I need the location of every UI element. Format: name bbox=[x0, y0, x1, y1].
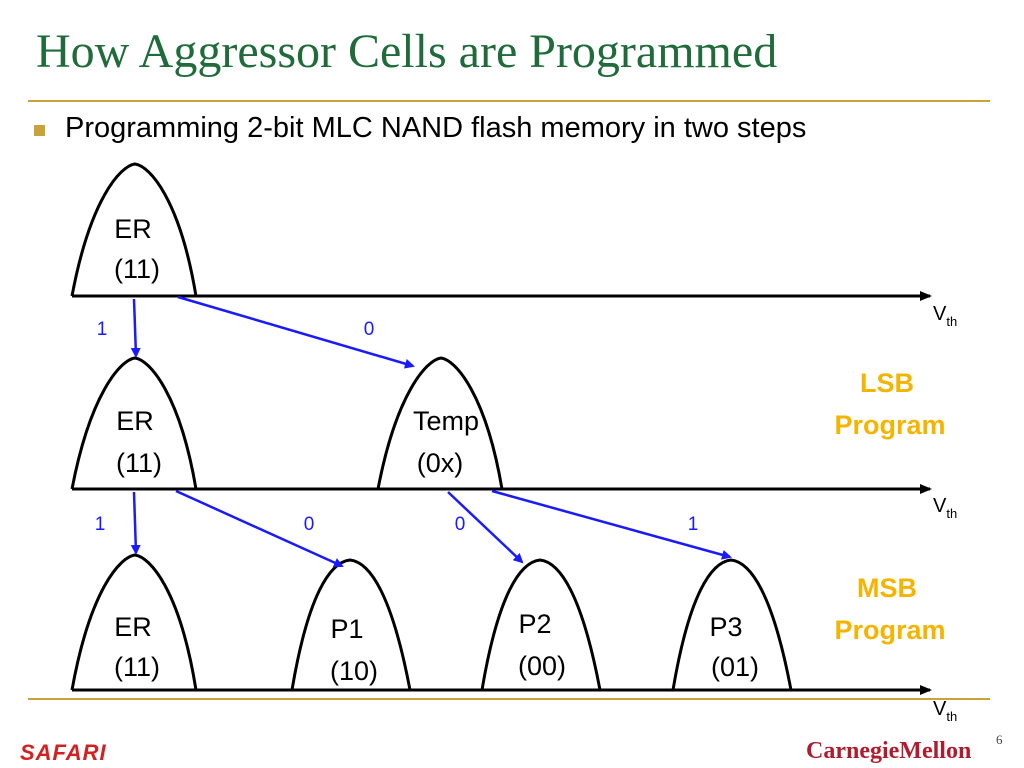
state-name-p2-2: P2 bbox=[518, 609, 551, 639]
arrow-label-er-to-p1: 0 bbox=[304, 514, 315, 535]
row-1: ER (11) Temp (0x) Vth LSB Program bbox=[70, 356, 957, 521]
arrow-er-to-er-msb bbox=[130, 491, 141, 555]
slide-title: How Aggressor Cells are Programmed bbox=[36, 25, 778, 78]
footer-divider bbox=[28, 698, 990, 700]
arrow-label-temp-to-p2: 0 bbox=[455, 514, 466, 535]
bullet-text: Programming 2-bit MLC NAND flash memory … bbox=[65, 112, 807, 144]
vth-label-0: Vth bbox=[933, 303, 957, 329]
row-2: ER (11) P1 (10) P2 (00) P3 (01) Vth MSB … bbox=[70, 553, 957, 724]
lsb-label-line1: LSB bbox=[860, 368, 914, 398]
transition-arrows: 1 0 1 0 0 1 bbox=[95, 295, 732, 568]
distribution-p1-2 bbox=[290, 558, 412, 691]
bullet-square-icon bbox=[34, 125, 45, 136]
cmu-logo: CarnegieMellon bbox=[806, 738, 972, 764]
title-divider bbox=[28, 100, 990, 102]
distribution-temp-1 bbox=[376, 356, 504, 490]
state-name-p1-2: P1 bbox=[330, 614, 363, 644]
arrow-label-temp-to-p3: 1 bbox=[688, 514, 699, 535]
arrow-er-to-er-lsb bbox=[130, 298, 141, 358]
vth-label-1: Vth bbox=[933, 495, 957, 521]
arrow-er-to-temp bbox=[177, 295, 415, 369]
bullet-item: Programming 2-bit MLC NAND flash memory … bbox=[34, 112, 806, 145]
arrow-temp-to-p2 bbox=[447, 491, 524, 564]
msb-label-line2: Program bbox=[834, 615, 945, 645]
state-name-temp-1: Temp bbox=[413, 406, 479, 436]
distribution-p2-2 bbox=[480, 558, 602, 691]
safari-logo: SAFARI bbox=[20, 740, 107, 765]
state-bits-er-1: (11) bbox=[116, 448, 162, 478]
distribution-er-2 bbox=[70, 553, 198, 691]
state-bits-temp-1: (0x) bbox=[417, 448, 464, 478]
arrow-label-er-to-er-lsb: 1 bbox=[97, 319, 108, 340]
state-bits-p3-2: (01) bbox=[711, 652, 759, 682]
state-bits-p1-2: (10) bbox=[330, 656, 378, 686]
state-bits-er-2: (11) bbox=[114, 652, 160, 682]
arrow-label-er-to-er-msb: 1 bbox=[95, 514, 106, 535]
state-name-er-0: ER bbox=[114, 214, 152, 244]
distribution-er-0 bbox=[70, 162, 198, 297]
arrow-er-to-p1 bbox=[175, 489, 344, 568]
distribution-p3-2 bbox=[671, 558, 793, 691]
lsb-label-line2: Program bbox=[834, 410, 945, 440]
msb-label-line1: MSB bbox=[857, 573, 917, 603]
row-0: ER (11) Vth bbox=[70, 162, 957, 329]
vth-label-2: Vth bbox=[933, 698, 957, 724]
state-name-er-2: ER bbox=[114, 612, 152, 642]
arrow-label-er-to-temp: 0 bbox=[364, 319, 375, 340]
arrow-temp-to-p3 bbox=[491, 489, 732, 560]
page-number: 6 bbox=[996, 732, 1003, 747]
distribution-er-1 bbox=[70, 356, 198, 490]
state-name-er-1: ER bbox=[116, 406, 154, 436]
state-bits-er-0: (11) bbox=[114, 254, 160, 284]
state-name-p3-2: P3 bbox=[709, 612, 742, 642]
state-bits-p2-2: (00) bbox=[518, 651, 566, 681]
